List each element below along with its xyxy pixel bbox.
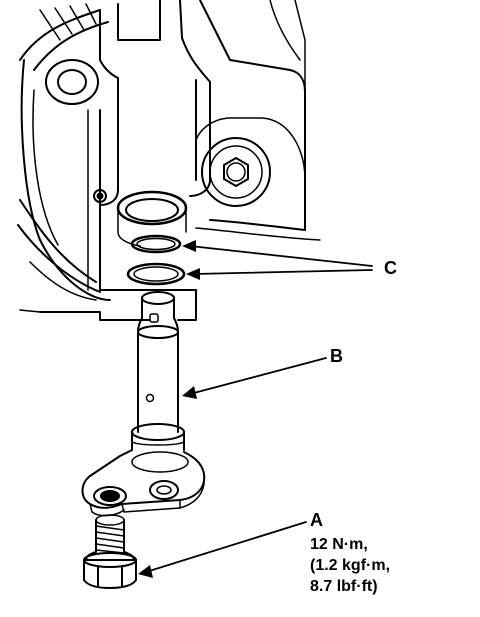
o-ring-lower (126, 262, 186, 286)
bolt-a (83, 514, 137, 589)
o-ring-upper (130, 234, 182, 254)
callout-b-label: B (330, 346, 343, 366)
torque-line-kgfm: (1.2 kgf·m, (310, 557, 391, 574)
torque-specification: 12 N·m, (1.2 kgf·m, 8.7 lbf·ft) (310, 534, 390, 597)
torque-line-lbfft: 8.7 lbf·ft) (310, 578, 378, 595)
callout-c-label: C (384, 258, 397, 278)
shaft-b (81, 291, 206, 517)
leader-lines (138, 240, 373, 578)
callout-a-label: A (310, 510, 323, 530)
torque-line-nm: 12 N·m, (310, 536, 368, 553)
o-rings-c (126, 234, 186, 286)
